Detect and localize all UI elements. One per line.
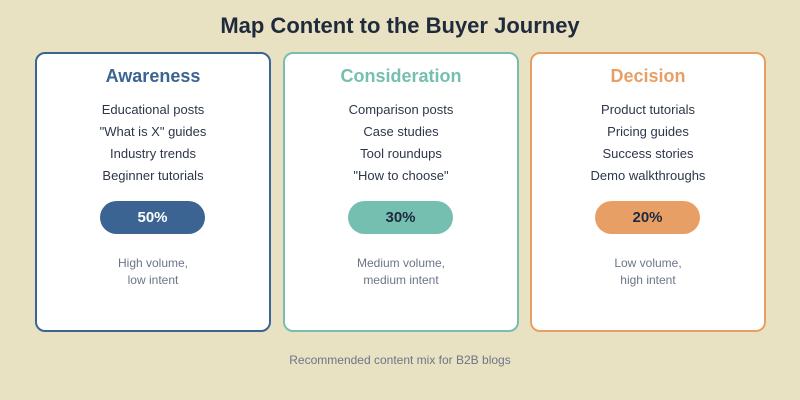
intent-note-line: low intent bbox=[127, 273, 179, 287]
intent-note-line: medium intent bbox=[363, 273, 439, 287]
content-type-item: Success stories bbox=[602, 146, 694, 161]
content-type-item: Tool roundups bbox=[360, 146, 442, 161]
stage-title: Awareness bbox=[105, 66, 201, 86]
stage-title: Consideration bbox=[340, 66, 462, 86]
content-type-item: Case studies bbox=[363, 124, 439, 139]
content-type-item: Pricing guides bbox=[607, 124, 689, 139]
intent-note-line: Low volume, bbox=[614, 256, 682, 270]
intent-note-line: high intent bbox=[620, 273, 676, 287]
content-type-item: Demo walkthroughs bbox=[590, 168, 706, 183]
intent-note: Medium volume, medium intent bbox=[285, 255, 517, 289]
percentage-badge: 50% bbox=[100, 201, 205, 234]
intent-note-line: Medium volume, bbox=[356, 256, 446, 270]
content-type-item: Comparison posts bbox=[348, 102, 454, 117]
content-type-item: Beginner tutorials bbox=[102, 168, 204, 183]
content-type-item: "What is X" guides bbox=[99, 124, 207, 139]
intent-note-line: High volume, bbox=[117, 256, 189, 270]
percentage-badge: 20% bbox=[595, 201, 700, 234]
content-type-list: Educational posts "What is X" guides Ind… bbox=[37, 99, 269, 187]
footer-caption: Recommended content mix for B2B blogs bbox=[289, 353, 511, 367]
stage-title: Decision bbox=[610, 66, 686, 86]
content-type-item: Industry trends bbox=[110, 146, 196, 161]
intent-note: High volume, low intent bbox=[37, 255, 269, 289]
stage-card-consideration: Consideration Comparison posts Case stud… bbox=[283, 52, 519, 332]
content-type-list: Product tutorials Pricing guides Success… bbox=[532, 99, 764, 187]
intent-note: Low volume, high intent bbox=[532, 255, 764, 289]
stage-card-awareness: Awareness Educational posts "What is X" … bbox=[35, 52, 271, 332]
stage-card-decision: Decision Product tutorials Pricing guide… bbox=[530, 52, 766, 332]
content-type-list: Comparison posts Case studies Tool round… bbox=[285, 99, 517, 187]
content-type-item: Product tutorials bbox=[601, 102, 695, 117]
content-type-item: "How to choose" bbox=[353, 168, 449, 183]
diagram-title: Map Content to the Buyer Journey bbox=[220, 13, 580, 38]
percentage-badge: 30% bbox=[348, 201, 453, 234]
content-type-item: Educational posts bbox=[101, 102, 205, 117]
